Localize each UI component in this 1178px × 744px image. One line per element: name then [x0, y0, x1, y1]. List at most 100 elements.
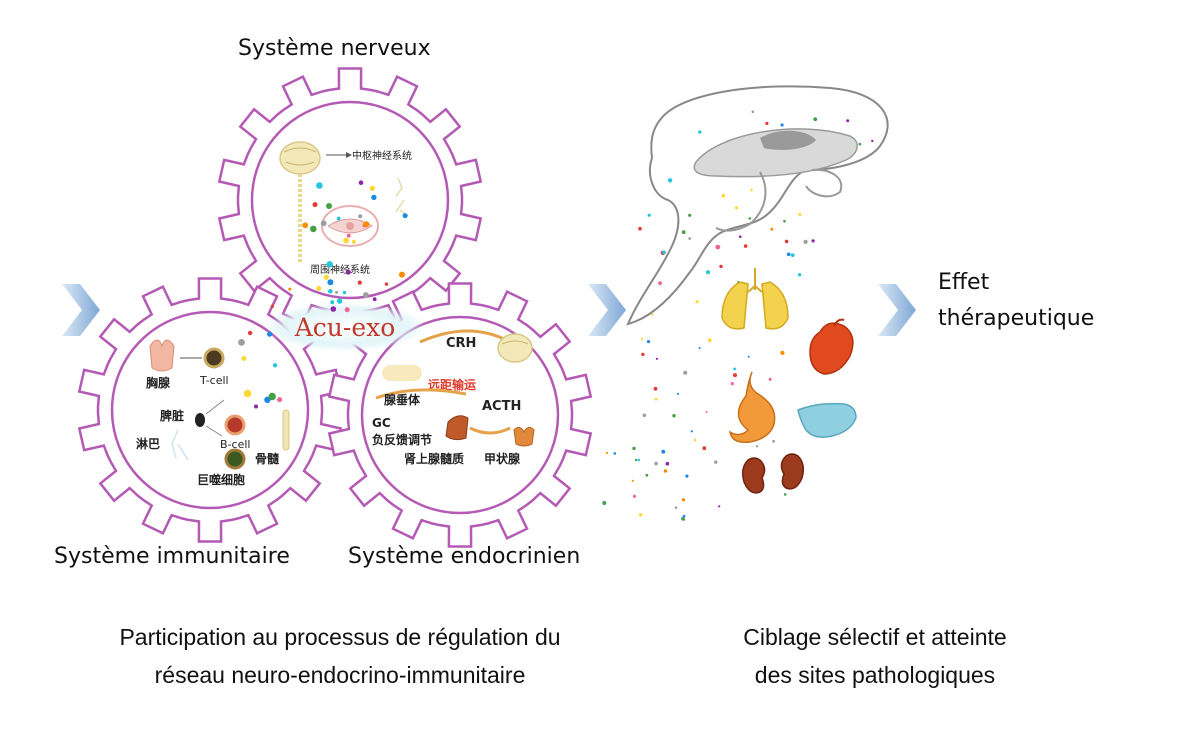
particle-dot — [672, 414, 676, 418]
adrenal-icon — [445, 415, 469, 441]
particle-dot — [268, 392, 276, 401]
acu-exo-label: Acu-exo — [294, 313, 396, 342]
particle-dot — [813, 117, 818, 122]
particle-dot — [715, 244, 721, 250]
lymph-label: 淋巴 — [136, 436, 160, 451]
particle-dot — [270, 304, 274, 308]
marrow-label: 骨髓 — [255, 451, 280, 466]
effect-label-line1: Effet — [938, 270, 990, 295]
caption-right-line2: des sites pathologiques — [754, 662, 996, 688]
particle-dot — [316, 285, 322, 291]
particle-dot — [783, 219, 786, 223]
particle-dot — [327, 279, 334, 286]
spinal-section-icon — [321, 205, 379, 247]
particle-dot — [790, 253, 795, 257]
particle-dot — [642, 413, 647, 418]
pituitary-shape — [382, 365, 422, 381]
immune-system-label: Système immunitaire — [54, 544, 290, 569]
particle-dot — [336, 216, 341, 221]
t-cell-icon — [203, 347, 225, 369]
particle-dot — [326, 203, 332, 209]
particle-dot — [358, 180, 364, 185]
particle-dot — [632, 446, 636, 451]
heart-icon — [809, 318, 854, 375]
particle-dot — [755, 445, 759, 448]
particle-dot — [302, 222, 309, 229]
particle-dot — [803, 239, 808, 244]
flow-arrow-icon-middle — [588, 284, 626, 336]
particle-dot — [399, 271, 405, 278]
particle-dot — [326, 261, 333, 268]
particle-dot — [718, 505, 721, 508]
particle-dot — [335, 290, 338, 294]
particle-dot — [654, 397, 658, 401]
crh-label: CRH — [446, 336, 476, 351]
particle-dot — [750, 188, 753, 192]
particle-dot — [721, 193, 726, 198]
particle-dot — [658, 281, 662, 285]
particle-dot — [602, 501, 607, 505]
particle-dot — [786, 252, 791, 257]
curved-arrow-icon — [375, 388, 467, 400]
particle-dot — [254, 404, 258, 409]
particle-dot — [241, 356, 247, 361]
particle-dot — [667, 178, 673, 183]
t-cell-label: T-cell — [199, 374, 229, 387]
particle-dot — [653, 386, 658, 391]
thyroid-icon — [513, 426, 535, 447]
thymus-icon — [149, 339, 175, 372]
flow-arrow-icon-right — [878, 284, 916, 336]
adrenal-label: 肾上腺髓质 — [404, 451, 464, 466]
particle-dot — [357, 280, 362, 285]
particle-dot — [645, 473, 649, 477]
caption-left-line2: réseau neuro-endocrino-immunitaire — [154, 662, 526, 688]
curved-arrow-icon — [469, 426, 511, 435]
brain-icon — [497, 333, 533, 363]
caption-left: Participation au processus de régulation… — [40, 618, 640, 694]
particle-dot — [730, 382, 734, 386]
effect-label-line2: thérapeutique — [938, 306, 1095, 331]
particle-dot — [267, 331, 273, 337]
particle-dot — [638, 226, 642, 231]
particle-dot — [647, 213, 651, 217]
particle-dot — [613, 452, 617, 455]
macrophage-icon — [224, 448, 246, 470]
particle-dot — [768, 377, 772, 381]
particle-dot — [320, 220, 327, 227]
particle-dot — [637, 458, 641, 462]
particle-dot — [698, 130, 702, 134]
b-cell-icon — [224, 414, 246, 436]
caption-right-line1: Ciblage sélectif et atteinte — [743, 624, 1007, 650]
particle-dot — [247, 330, 253, 336]
spleen-label: 脾脏 — [160, 408, 184, 423]
particle-dot — [770, 227, 774, 231]
particle-dot — [765, 121, 769, 125]
particle-dot — [780, 350, 785, 355]
particle-dot — [638, 513, 643, 517]
particle-dot — [748, 217, 752, 220]
particle-dot — [372, 297, 377, 302]
particle-dot — [693, 438, 697, 442]
particle-dot — [310, 225, 317, 233]
thyroid-label: 甲状腺 — [484, 451, 521, 466]
particle-dot — [663, 469, 668, 473]
spleen-icon — [195, 413, 205, 427]
nervous-system-label: Système nerveux — [238, 36, 431, 61]
particle-dot — [336, 298, 343, 304]
b-cell-label: B-cell — [220, 438, 250, 451]
caption-left-line1: Participation au processus de régulation… — [119, 624, 561, 650]
particle-dot — [797, 273, 802, 277]
particle-dot — [316, 182, 323, 189]
particle-dot — [328, 289, 333, 294]
particle-dot — [402, 213, 408, 219]
particle-dot — [351, 239, 356, 244]
particle-dot — [858, 142, 862, 146]
particle-dot — [747, 355, 750, 358]
particle-dot — [369, 185, 375, 191]
particle-dot — [733, 367, 736, 371]
particle-dot — [811, 239, 815, 243]
flow-arrow-icon-left — [62, 284, 100, 336]
bone-icon — [282, 409, 290, 451]
brain-sagittal-sketch — [626, 85, 889, 326]
particle-dot — [238, 339, 245, 346]
